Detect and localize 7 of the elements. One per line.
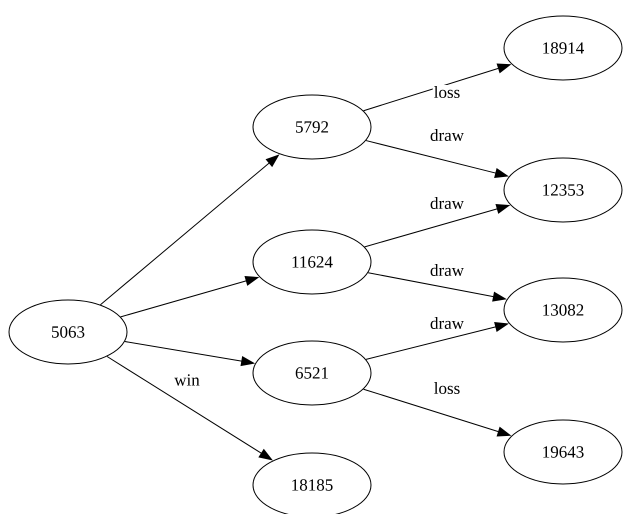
edge-label: win (173, 373, 201, 387)
edge-label: draw (429, 128, 465, 142)
edge-label: draw (429, 263, 465, 277)
edge-label: draw (429, 196, 465, 210)
edge-label: loss (432, 85, 462, 99)
edge-label: draw (429, 316, 465, 330)
edge-label: loss (432, 381, 462, 395)
